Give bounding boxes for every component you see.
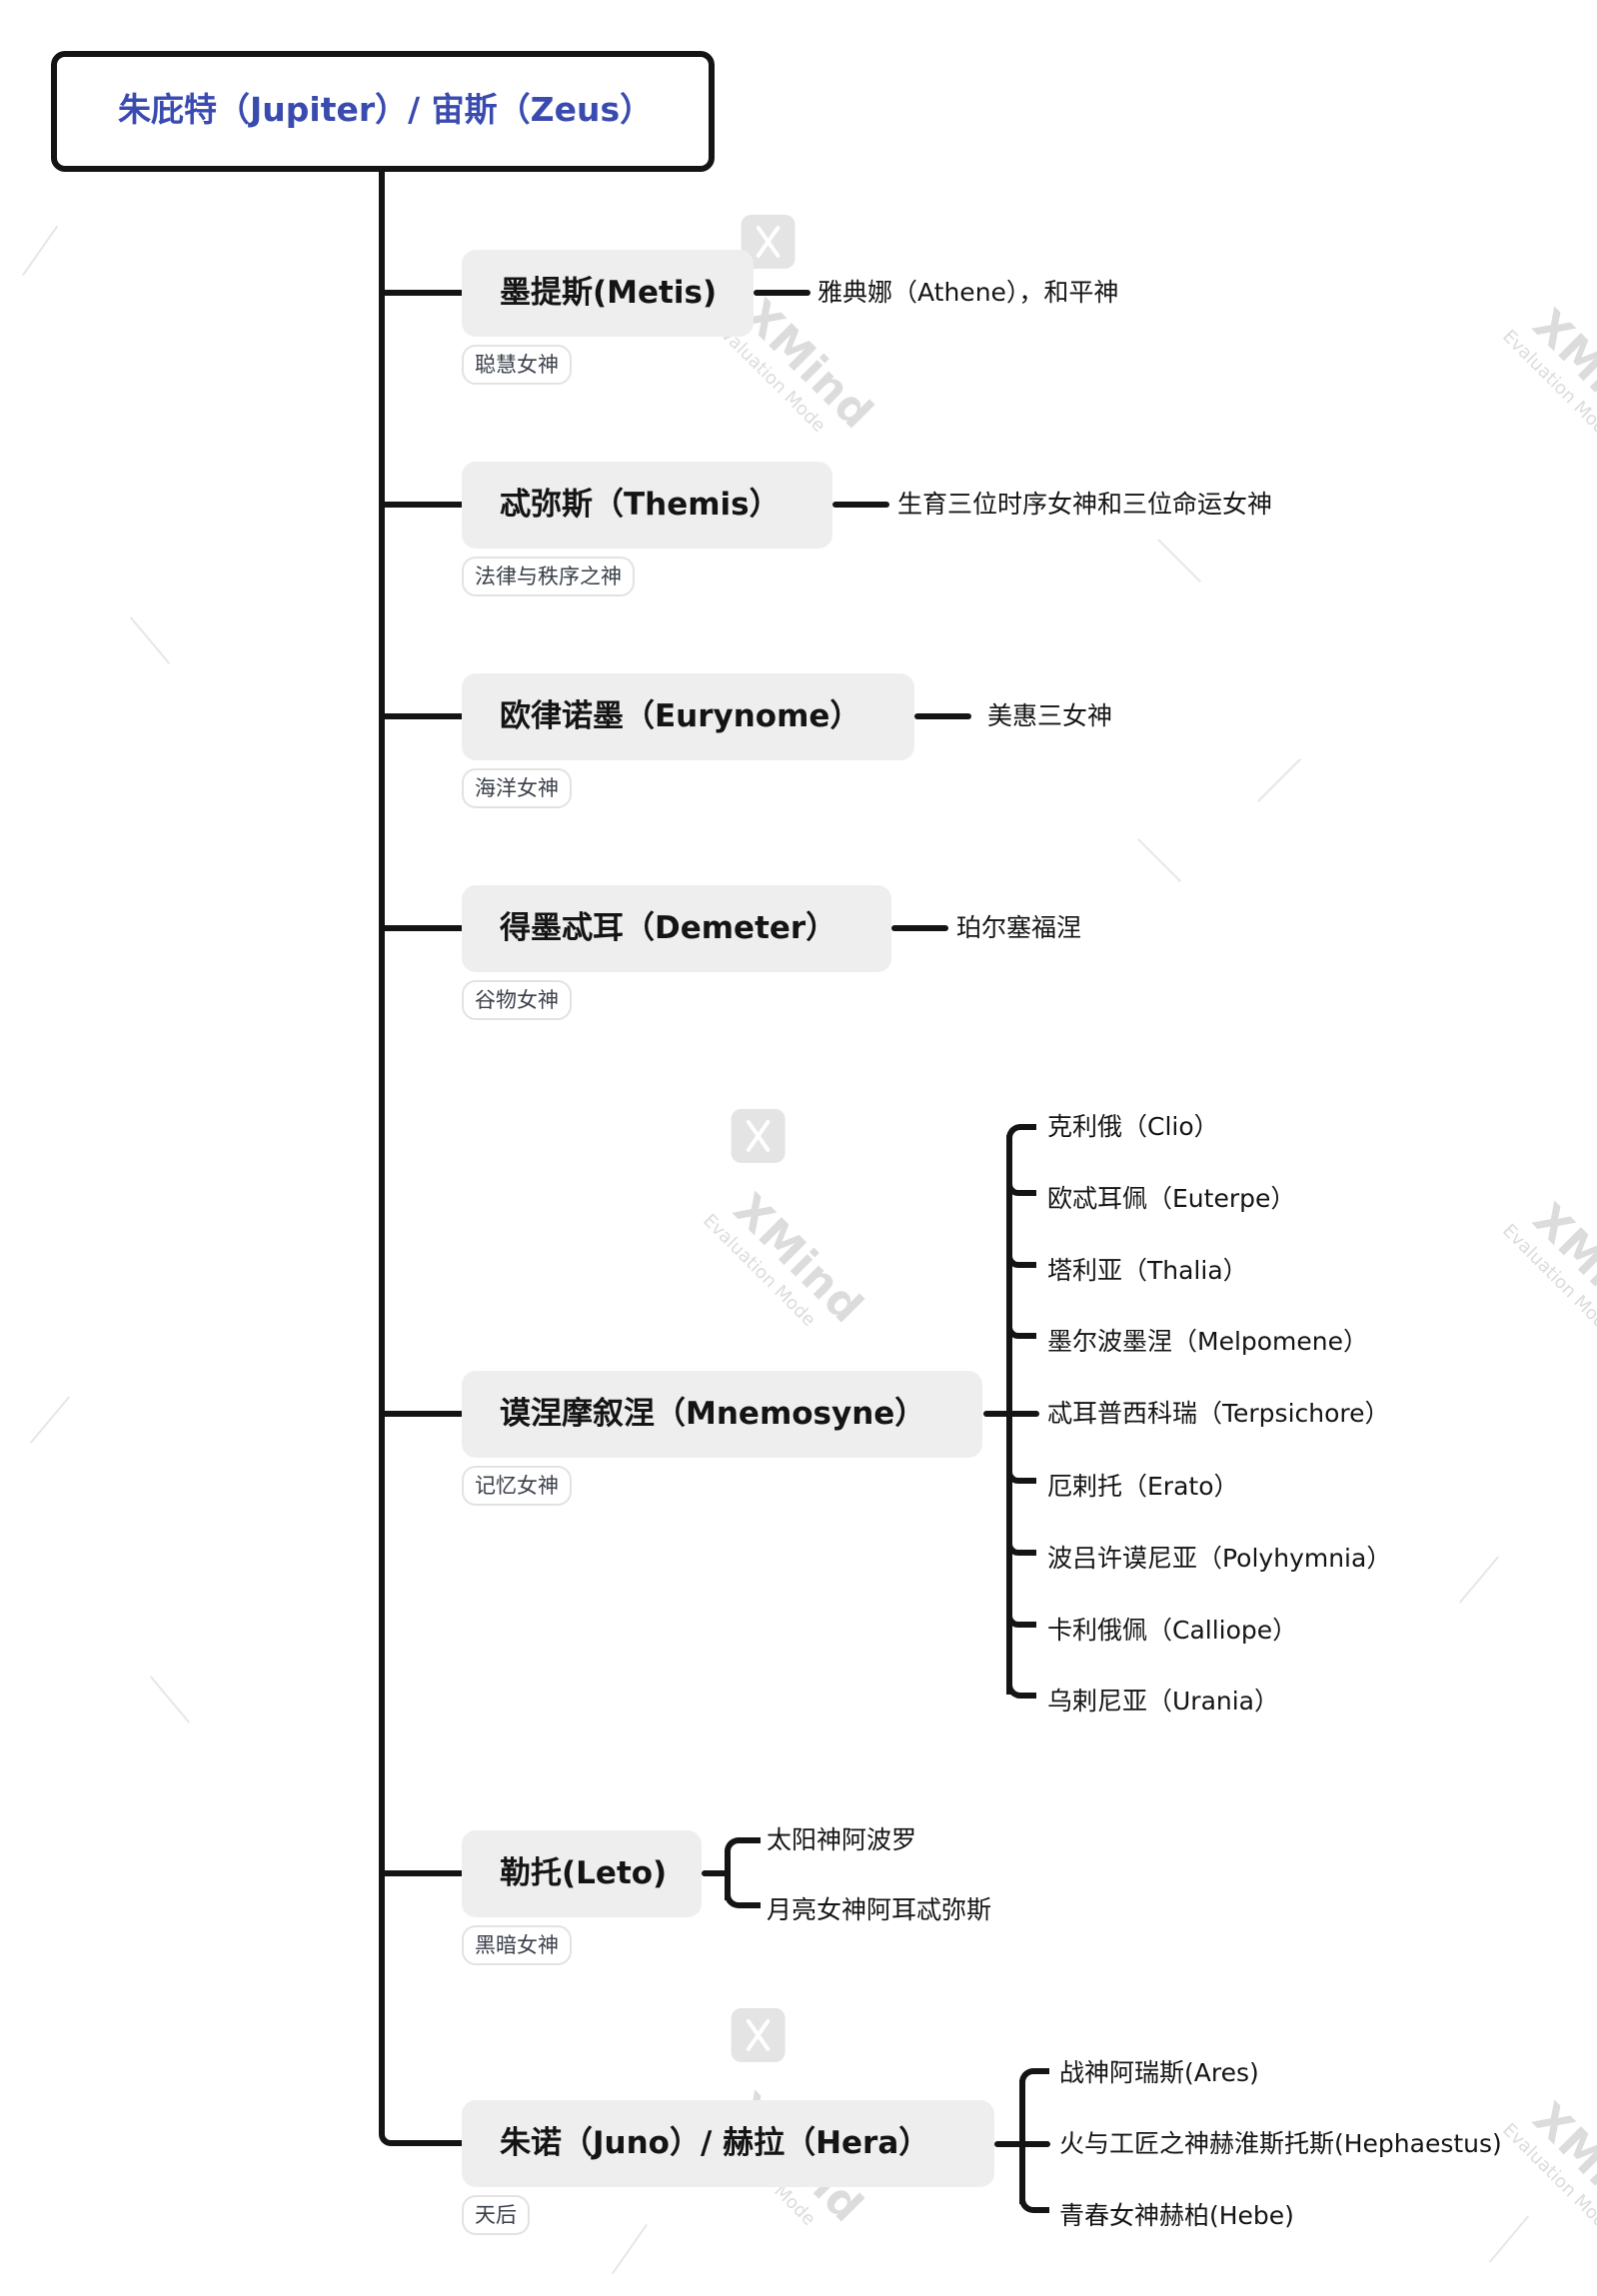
subtopic-charites[interactable]: 美惠三女神 [987,701,1113,730]
subtopic-connector [1006,1325,1036,1339]
watermark: XMind Evaluation Mode [1498,1194,1597,1344]
branch-connector [379,502,463,508]
topic-label: 勒托(Leto) [500,1855,668,1891]
subtopic-athene[interactable]: 雅典娜（Athene），和平神 [817,278,1119,307]
branch-connector [379,713,463,719]
subtopic-apollo[interactable]: 太阳神阿波罗 [767,1825,917,1854]
subtopic-bracket [1006,1135,1012,1695]
topic-label: 朱诺（Juno）/ 赫拉（Hera） [500,2125,930,2161]
subtopic-connector [702,1870,730,1876]
subtopic-calliope[interactable]: 卡利俄佩（Calliope） [1047,1616,1298,1645]
topic-eurynome[interactable]: 欧律诺墨（Eurynome） [462,673,914,760]
subtopic-connector [1006,1254,1036,1268]
topic-label-tag: 天后 [462,2195,530,2235]
watermark-tick [1488,2215,1530,2263]
subtopic-connector [1006,1685,1036,1699]
root-topic[interactable]: 朱庇特（Jupiter）/ 宙斯（Zeus） [51,51,715,172]
subtopic-connector [1006,1182,1036,1196]
subtopic-polyhymnia[interactable]: 波吕许谟尼亚（Polyhymnia） [1047,1544,1392,1573]
tag-text: 记忆女神 [475,1474,559,1498]
watermark: XMind Evaluation Mode [1498,2093,1597,2243]
subtopic-connector [1019,2199,1049,2213]
subtopic-persephone[interactable]: 珀尔塞福涅 [956,913,1082,942]
watermark-tick [1137,838,1181,882]
watermark-tick [1257,758,1301,802]
watermark-tick [21,225,59,277]
topic-label: 得墨忒耳（Demeter） [500,910,837,946]
subtopic-connector [1006,1470,1036,1484]
subtopic-terpsichore[interactable]: 忒耳普西科瑞（Terpsichore） [1047,1399,1390,1428]
tag-text: 聪慧女神 [475,353,559,377]
topic-leto[interactable]: 勒托(Leto) [462,1830,702,1917]
watermark-tick [611,2223,649,2275]
subtopic-connector [754,290,810,296]
subtopic-clio[interactable]: 克利俄（Clio） [1047,1112,1219,1141]
topic-themis[interactable]: 忒弥斯（Themis） [462,462,832,549]
subtopic-bracket [725,1850,731,1900]
branch-connector [379,925,463,931]
watermark: XMind Evaluation Mode [699,1108,873,1348]
topic-label: 忒弥斯（Themis） [500,487,781,523]
watermark-tick [1157,539,1201,582]
watermark: XMind Evaluation Mode [1498,300,1597,450]
subtopic-connector [891,925,948,931]
xmind-logo-icon [731,2007,786,2062]
watermark-tick [29,1396,71,1444]
root-topic-label: 朱庇特（Jupiter）/ 宙斯（Zeus） [118,90,654,129]
topic-label-tag: 法律与秩序之神 [462,557,635,596]
watermark-tick [129,616,171,664]
subtopic-connector [832,502,889,508]
topic-label-tag: 聪慧女神 [462,345,572,385]
trunk-connector [379,166,385,2132]
subtopic-connector [725,1894,761,1908]
topic-metis[interactable]: 墨提斯(Metis) [462,250,754,337]
subtopic-connector [914,713,971,719]
tag-text: 谷物女神 [475,988,559,1012]
subtopic-thalia[interactable]: 塔利亚（Thalia） [1047,1256,1248,1285]
branch-connector [379,1411,463,1417]
topic-label: 欧律诺墨（Eurynome） [500,698,861,734]
branch-connector [379,290,463,296]
branch-connector [379,2132,463,2146]
topic-label-tag: 谷物女神 [462,980,572,1020]
watermark-tick [149,1676,191,1723]
subtopic-euterpe[interactable]: 欧忒耳佩（Euterpe） [1047,1184,1296,1213]
subtopic-connector [1006,1542,1036,1556]
topic-juno-hera[interactable]: 朱诺（Juno）/ 赫拉（Hera） [462,2100,994,2187]
topic-demeter[interactable]: 得墨忒耳（Demeter） [462,885,891,972]
tag-text: 法律与秩序之神 [475,565,622,588]
subtopic-bracket [1019,2080,1025,2204]
subtopic-horae-moirai[interactable]: 生育三位时序女神和三位命运女神 [897,490,1273,519]
topic-label: 谟涅摩叙涅（Mnemosyne） [500,1396,926,1432]
subtopic-connector [1019,2068,1049,2082]
subtopic-connector [725,1837,761,1851]
subtopic-artemis[interactable]: 月亮女神阿耳忒弥斯 [767,1895,992,1924]
branch-connector [379,1870,463,1876]
subtopic-connector [1006,1124,1036,1138]
subtopic-hephaestus[interactable]: 火与工匠之神赫淮斯托斯(Hephaestus) [1059,2129,1502,2158]
topic-label-tag: 黑暗女神 [462,1925,572,1965]
watermark-tick [1458,1556,1500,1604]
tag-text: 黑暗女神 [475,1933,559,1957]
topic-label: 墨提斯(Metis) [500,275,718,311]
topic-label-tag: 记忆女神 [462,1466,572,1506]
topic-mnemosyne[interactable]: 谟涅摩叙涅（Mnemosyne） [462,1371,982,1458]
subtopic-erato[interactable]: 厄剌托（Erato） [1047,1472,1239,1501]
tag-text: 海洋女神 [475,776,559,800]
xmind-logo-icon [731,1108,786,1163]
subtopic-melpomene[interactable]: 墨尔波墨涅（Melpomene） [1047,1327,1369,1356]
subtopic-ares[interactable]: 战神阿瑞斯(Ares) [1059,2058,1259,2087]
subtopic-urania[interactable]: 乌剌尼亚（Urania） [1047,1687,1280,1716]
tag-text: 天后 [475,2203,517,2227]
subtopic-hebe[interactable]: 青春女神赫柏(Hebe) [1059,2201,1294,2230]
topic-label-tag: 海洋女神 [462,768,572,808]
subtopic-connector [1006,1614,1036,1628]
